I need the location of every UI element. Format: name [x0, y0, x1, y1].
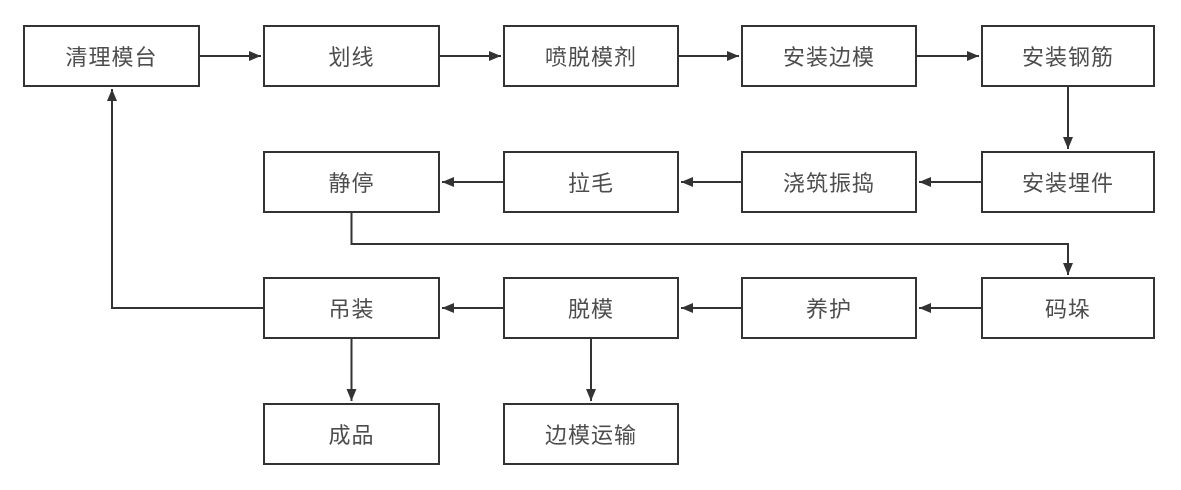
node-roughening: 拉毛	[503, 151, 679, 213]
node-install-rebar: 安装钢筋	[981, 25, 1155, 87]
node-pour-vibrate: 浇筑振捣	[741, 151, 917, 213]
node-stacking: 码垛	[981, 277, 1155, 339]
arrow-hoisting-to-clean-mold-platform	[107, 89, 263, 309]
node-resting: 静停	[263, 151, 440, 213]
node-install-side-molds: 安装边模	[741, 25, 917, 87]
node-hoisting: 吊装	[263, 277, 440, 339]
node-demolding: 脱模	[503, 277, 679, 339]
node-spray-release-agent: 喷脱模剂	[503, 25, 679, 87]
node-finished-product: 成品	[263, 403, 440, 465]
node-install-embeds: 安装埋件	[981, 151, 1155, 213]
node-clean-mold-platform: 清理模台	[23, 25, 200, 87]
node-side-mold-transport: 边模运输	[503, 403, 679, 465]
arrow-resting-to-stacking	[350, 213, 1073, 275]
node-curing: 养护	[741, 277, 917, 339]
node-scribing: 划线	[263, 25, 440, 87]
